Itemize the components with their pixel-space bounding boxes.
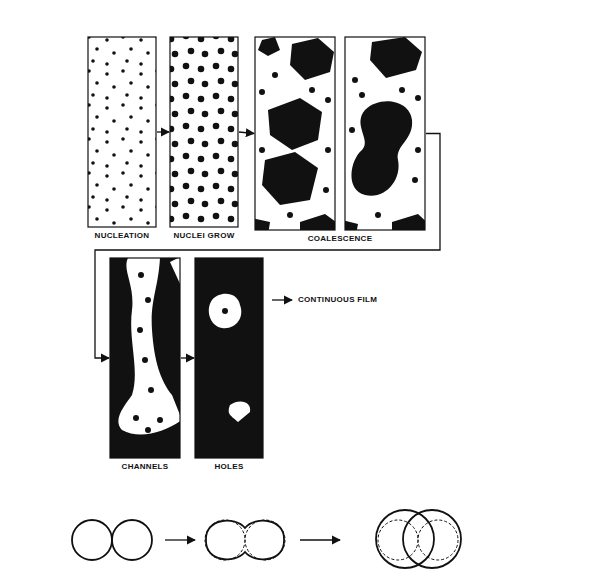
- stage-arrow: [181, 357, 194, 358]
- nuclei-grow-panel: NUCLEI GROW: [170, 37, 238, 243]
- stage-arrow: [157, 131, 169, 132]
- result-label: CONTINUOUS FILM: [298, 295, 377, 305]
- stage-label: CHANNELS: [110, 462, 180, 472]
- stage-label: NUCLEI GROW: [170, 231, 238, 241]
- stage-label: COALESCENCE: [255, 234, 425, 244]
- nucleation-panel: NUCLEATION: [88, 37, 156, 243]
- holes-panel: HOLES: [195, 258, 263, 474]
- stage-label: HOLES: [195, 462, 263, 472]
- channels-panel: CHANNELS: [110, 258, 180, 474]
- stage-arrow: [239, 132, 254, 134]
- stage-arrow: [95, 134, 440, 359]
- coalescence-panels: COALESCENCE: [255, 37, 425, 246]
- stage-label: NUCLEATION: [88, 231, 156, 241]
